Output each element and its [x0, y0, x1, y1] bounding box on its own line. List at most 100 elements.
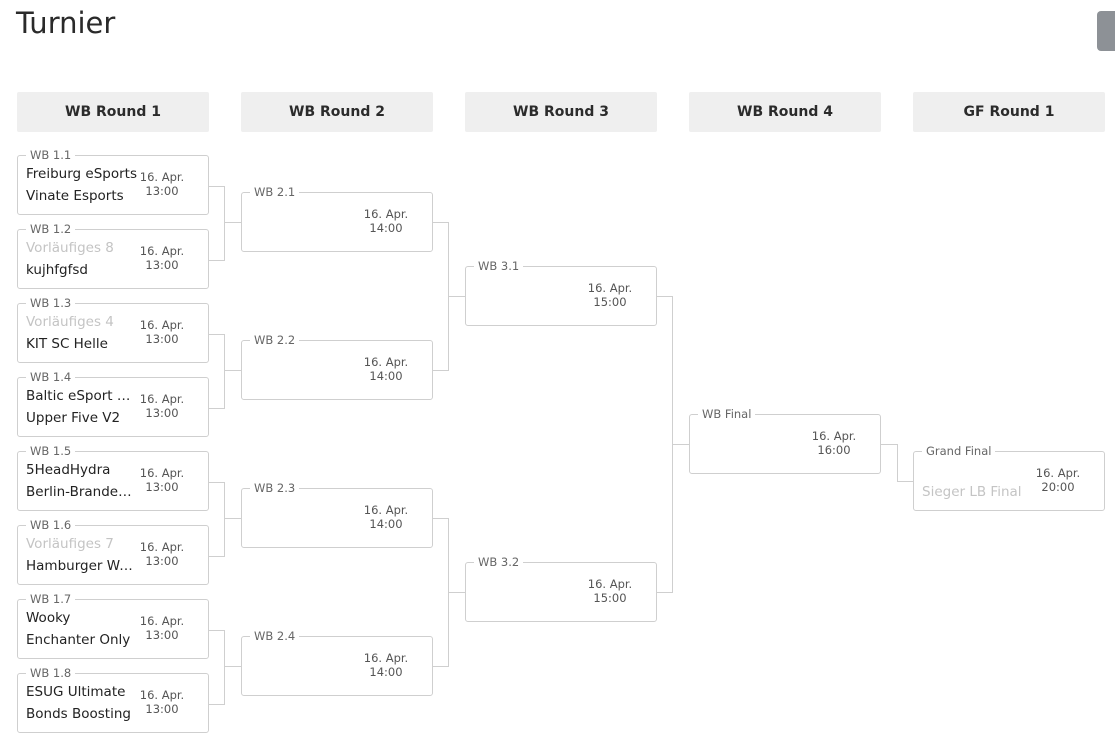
bracket-connector [209, 334, 225, 409]
team-top: Vorläufiges 4 [26, 314, 114, 330]
match-label: WB 1.1 [26, 148, 76, 162]
match-time: 16. Apr.13:00 [132, 688, 192, 716]
match-label: WB 1.4 [26, 370, 76, 384]
match-wb-2-4[interactable]: WB 2.4 16. Apr.14:00 [241, 629, 433, 696]
match-date: 16. Apr. [587, 577, 633, 591]
match-wb-final[interactable]: WB Final 16. Apr.16:00 [689, 407, 881, 474]
match-hour: 13:00 [145, 554, 179, 568]
menu-button[interactable] [1097, 11, 1115, 51]
match-time: 16. Apr.14:00 [356, 207, 416, 235]
round-header-wb3: WB Round 3 [465, 92, 657, 132]
team-top[interactable]: Wooky [26, 610, 71, 626]
team-bottom[interactable]: Hamburger Wale [26, 558, 138, 574]
match-hour: 13:00 [145, 628, 179, 642]
round-header-wb4: WB Round 4 [689, 92, 881, 132]
bracket-connector [433, 518, 449, 667]
bracket-connector [209, 186, 225, 261]
match-wb-3-1[interactable]: WB 3.1 16. Apr.15:00 [465, 259, 657, 326]
match-wb-2-2[interactable]: WB 2.2 16. Apr.14:00 [241, 333, 433, 400]
team-top[interactable]: Freiburg eSports [26, 166, 137, 182]
match-date: 16. Apr. [139, 540, 185, 554]
match-date: 16. Apr. [1035, 466, 1081, 480]
match-date: 16. Apr. [139, 466, 185, 480]
team-top[interactable]: Baltic eSport Kiel [26, 388, 138, 404]
team-bottom: Sieger LB Final [922, 484, 1022, 500]
bracket-connector [881, 444, 897, 445]
match-date: 16. Apr. [587, 281, 633, 295]
bracket-connector [225, 370, 241, 371]
match-wb-1-5[interactable]: WB 1.5 5HeadHydra Berlin-Brandenburg 16.… [17, 444, 209, 511]
team-top[interactable]: 5HeadHydra [26, 462, 111, 478]
round-header-wb1: WB Round 1 [17, 92, 209, 132]
team-bottom[interactable]: Upper Five V2 [26, 410, 121, 426]
match-hour: 16:00 [817, 443, 851, 457]
bracket-connector [657, 296, 673, 593]
match-time: 16. Apr.16:00 [804, 429, 864, 457]
team-bottom[interactable]: Vinate Esports [26, 188, 124, 204]
match-time: 16. Apr.15:00 [580, 577, 640, 605]
match-date: 16. Apr. [139, 244, 185, 258]
match-label: WB 1.2 [26, 222, 76, 236]
match-hour: 13:00 [145, 184, 179, 198]
match-wb-3-2[interactable]: WB 3.2 16. Apr.15:00 [465, 555, 657, 622]
match-wb-1-8[interactable]: WB 1.8 ESUG Ultimate Bonds Boosting 16. … [17, 666, 209, 733]
bracket-connector [225, 518, 241, 519]
team-bottom[interactable]: KIT SC Helle [26, 336, 108, 352]
match-label: WB 2.3 [250, 481, 300, 495]
team-bottom[interactable]: kujhfgfsd [26, 262, 88, 278]
match-wb-1-1[interactable]: WB 1.1 Freiburg eSports Vinate Esports 1… [17, 148, 209, 215]
round-header-gf1: GF Round 1 [913, 92, 1105, 132]
match-hour: 15:00 [593, 295, 627, 309]
match-label: WB 2.4 [250, 629, 300, 643]
match-hour: 13:00 [145, 480, 179, 494]
team-bottom[interactable]: Berlin-Brandenburg [26, 484, 138, 500]
match-hour: 14:00 [369, 665, 403, 679]
match-label: WB 3.1 [474, 259, 524, 273]
team-top: Vorläufiges 8 [26, 240, 114, 256]
match-hour: 13:00 [145, 702, 179, 716]
match-hour: 13:00 [145, 406, 179, 420]
team-bottom[interactable]: Bonds Boosting [26, 706, 131, 722]
match-wb-1-2[interactable]: WB 1.2 Vorläufiges 8 kujhfgfsd 16. Apr.1… [17, 222, 209, 289]
bracket-connector [225, 222, 241, 223]
match-date: 16. Apr. [139, 688, 185, 702]
match-hour: 13:00 [145, 258, 179, 272]
team-bottom[interactable]: Enchanter Only [26, 632, 131, 648]
match-hour: 14:00 [369, 369, 403, 383]
match-wb-2-1[interactable]: WB 2.1 16. Apr.14:00 [241, 185, 433, 252]
match-date: 16. Apr. [363, 207, 409, 221]
bracket-connector [209, 482, 225, 557]
match-date: 16. Apr. [363, 503, 409, 517]
match-wb-1-6[interactable]: WB 1.6 Vorläufiges 7 Hamburger Wale 16. … [17, 518, 209, 585]
round-header-wb2: WB Round 2 [241, 92, 433, 132]
match-label: WB Final [698, 407, 756, 421]
match-grand-final[interactable]: Grand Final Sieger LB Final 16. Apr.20:0… [913, 444, 1105, 511]
bracket-connector [449, 592, 465, 593]
bracket-connector [225, 666, 241, 667]
match-wb-1-4[interactable]: WB 1.4 Baltic eSport Kiel Upper Five V2 … [17, 370, 209, 437]
match-time: 16. Apr.13:00 [132, 614, 192, 642]
match-date: 16. Apr. [139, 318, 185, 332]
bracket-connector [449, 296, 465, 297]
match-time: 16. Apr.13:00 [132, 170, 192, 198]
match-time: 16. Apr.14:00 [356, 651, 416, 679]
team-top[interactable]: ESUG Ultimate [26, 684, 126, 700]
match-date: 16. Apr. [811, 429, 857, 443]
match-label: WB 1.8 [26, 666, 76, 680]
team-top: Vorläufiges 7 [26, 536, 114, 552]
match-hour: 13:00 [145, 332, 179, 346]
match-time: 16. Apr.13:00 [132, 392, 192, 420]
match-time: 16. Apr.14:00 [356, 503, 416, 531]
match-hour: 20:00 [1041, 480, 1075, 494]
match-time: 16. Apr.13:00 [132, 244, 192, 272]
match-time: 16. Apr.13:00 [132, 466, 192, 494]
match-wb-2-3[interactable]: WB 2.3 16. Apr.14:00 [241, 481, 433, 548]
match-wb-1-3[interactable]: WB 1.3 Vorläufiges 4 KIT SC Helle 16. Ap… [17, 296, 209, 363]
page-title: Turnier [16, 6, 116, 40]
match-wb-1-7[interactable]: WB 1.7 Wooky Enchanter Only 16. Apr.13:0… [17, 592, 209, 659]
match-hour: 14:00 [369, 221, 403, 235]
match-time: 16. Apr.20:00 [1028, 466, 1088, 494]
match-label: WB 3.2 [474, 555, 524, 569]
match-hour: 14:00 [369, 517, 403, 531]
match-date: 16. Apr. [363, 355, 409, 369]
